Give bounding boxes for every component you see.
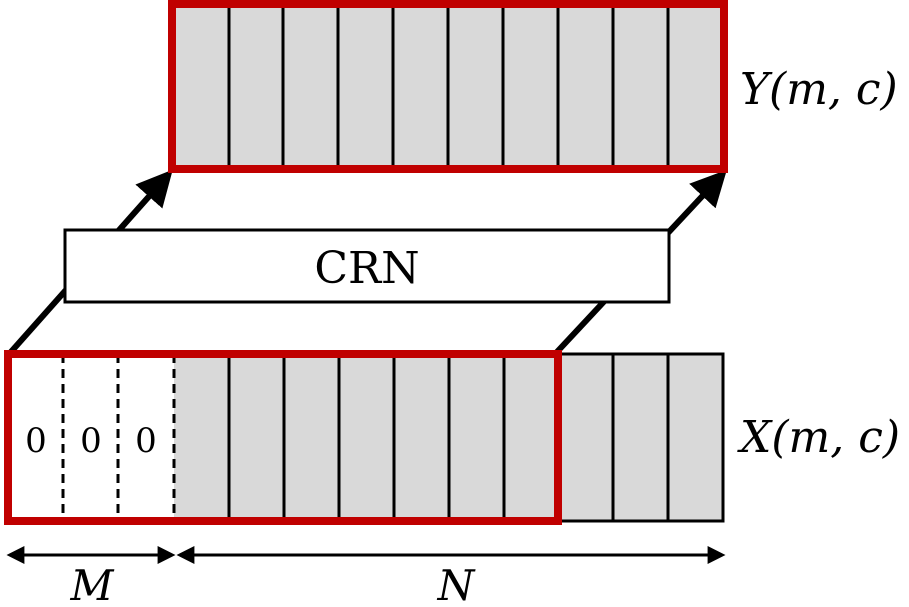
output-tensor [168,0,728,173]
padding-fill [8,354,174,521]
padding-zero: 0 [135,421,157,461]
padding-zero: 0 [80,421,102,461]
crn-module: CRN [63,228,671,304]
crn-module-label: CRN [314,243,419,294]
output-tensor-dividers [227,4,670,169]
output-label-var: Y [740,64,773,115]
input-label-var: X [737,412,773,463]
crn-module-box [63,228,671,304]
m-dimension-label: M [69,561,114,607]
padding-zero: 0 [25,421,47,461]
output-label-args: (m, c) [769,64,898,115]
input-label-args: (m, c) [771,412,900,463]
receptive-window-border [4,350,562,525]
output-tensor-border [168,0,728,173]
n-dimension-label: N [437,561,476,607]
padding-dividers [61,354,176,521]
padding-zeros: 0 0 0 [25,421,157,461]
input-label: X(m, c) [737,412,900,463]
output-label: Y(m, c) [740,64,898,115]
input-tensor: 0 0 0 [4,350,725,525]
